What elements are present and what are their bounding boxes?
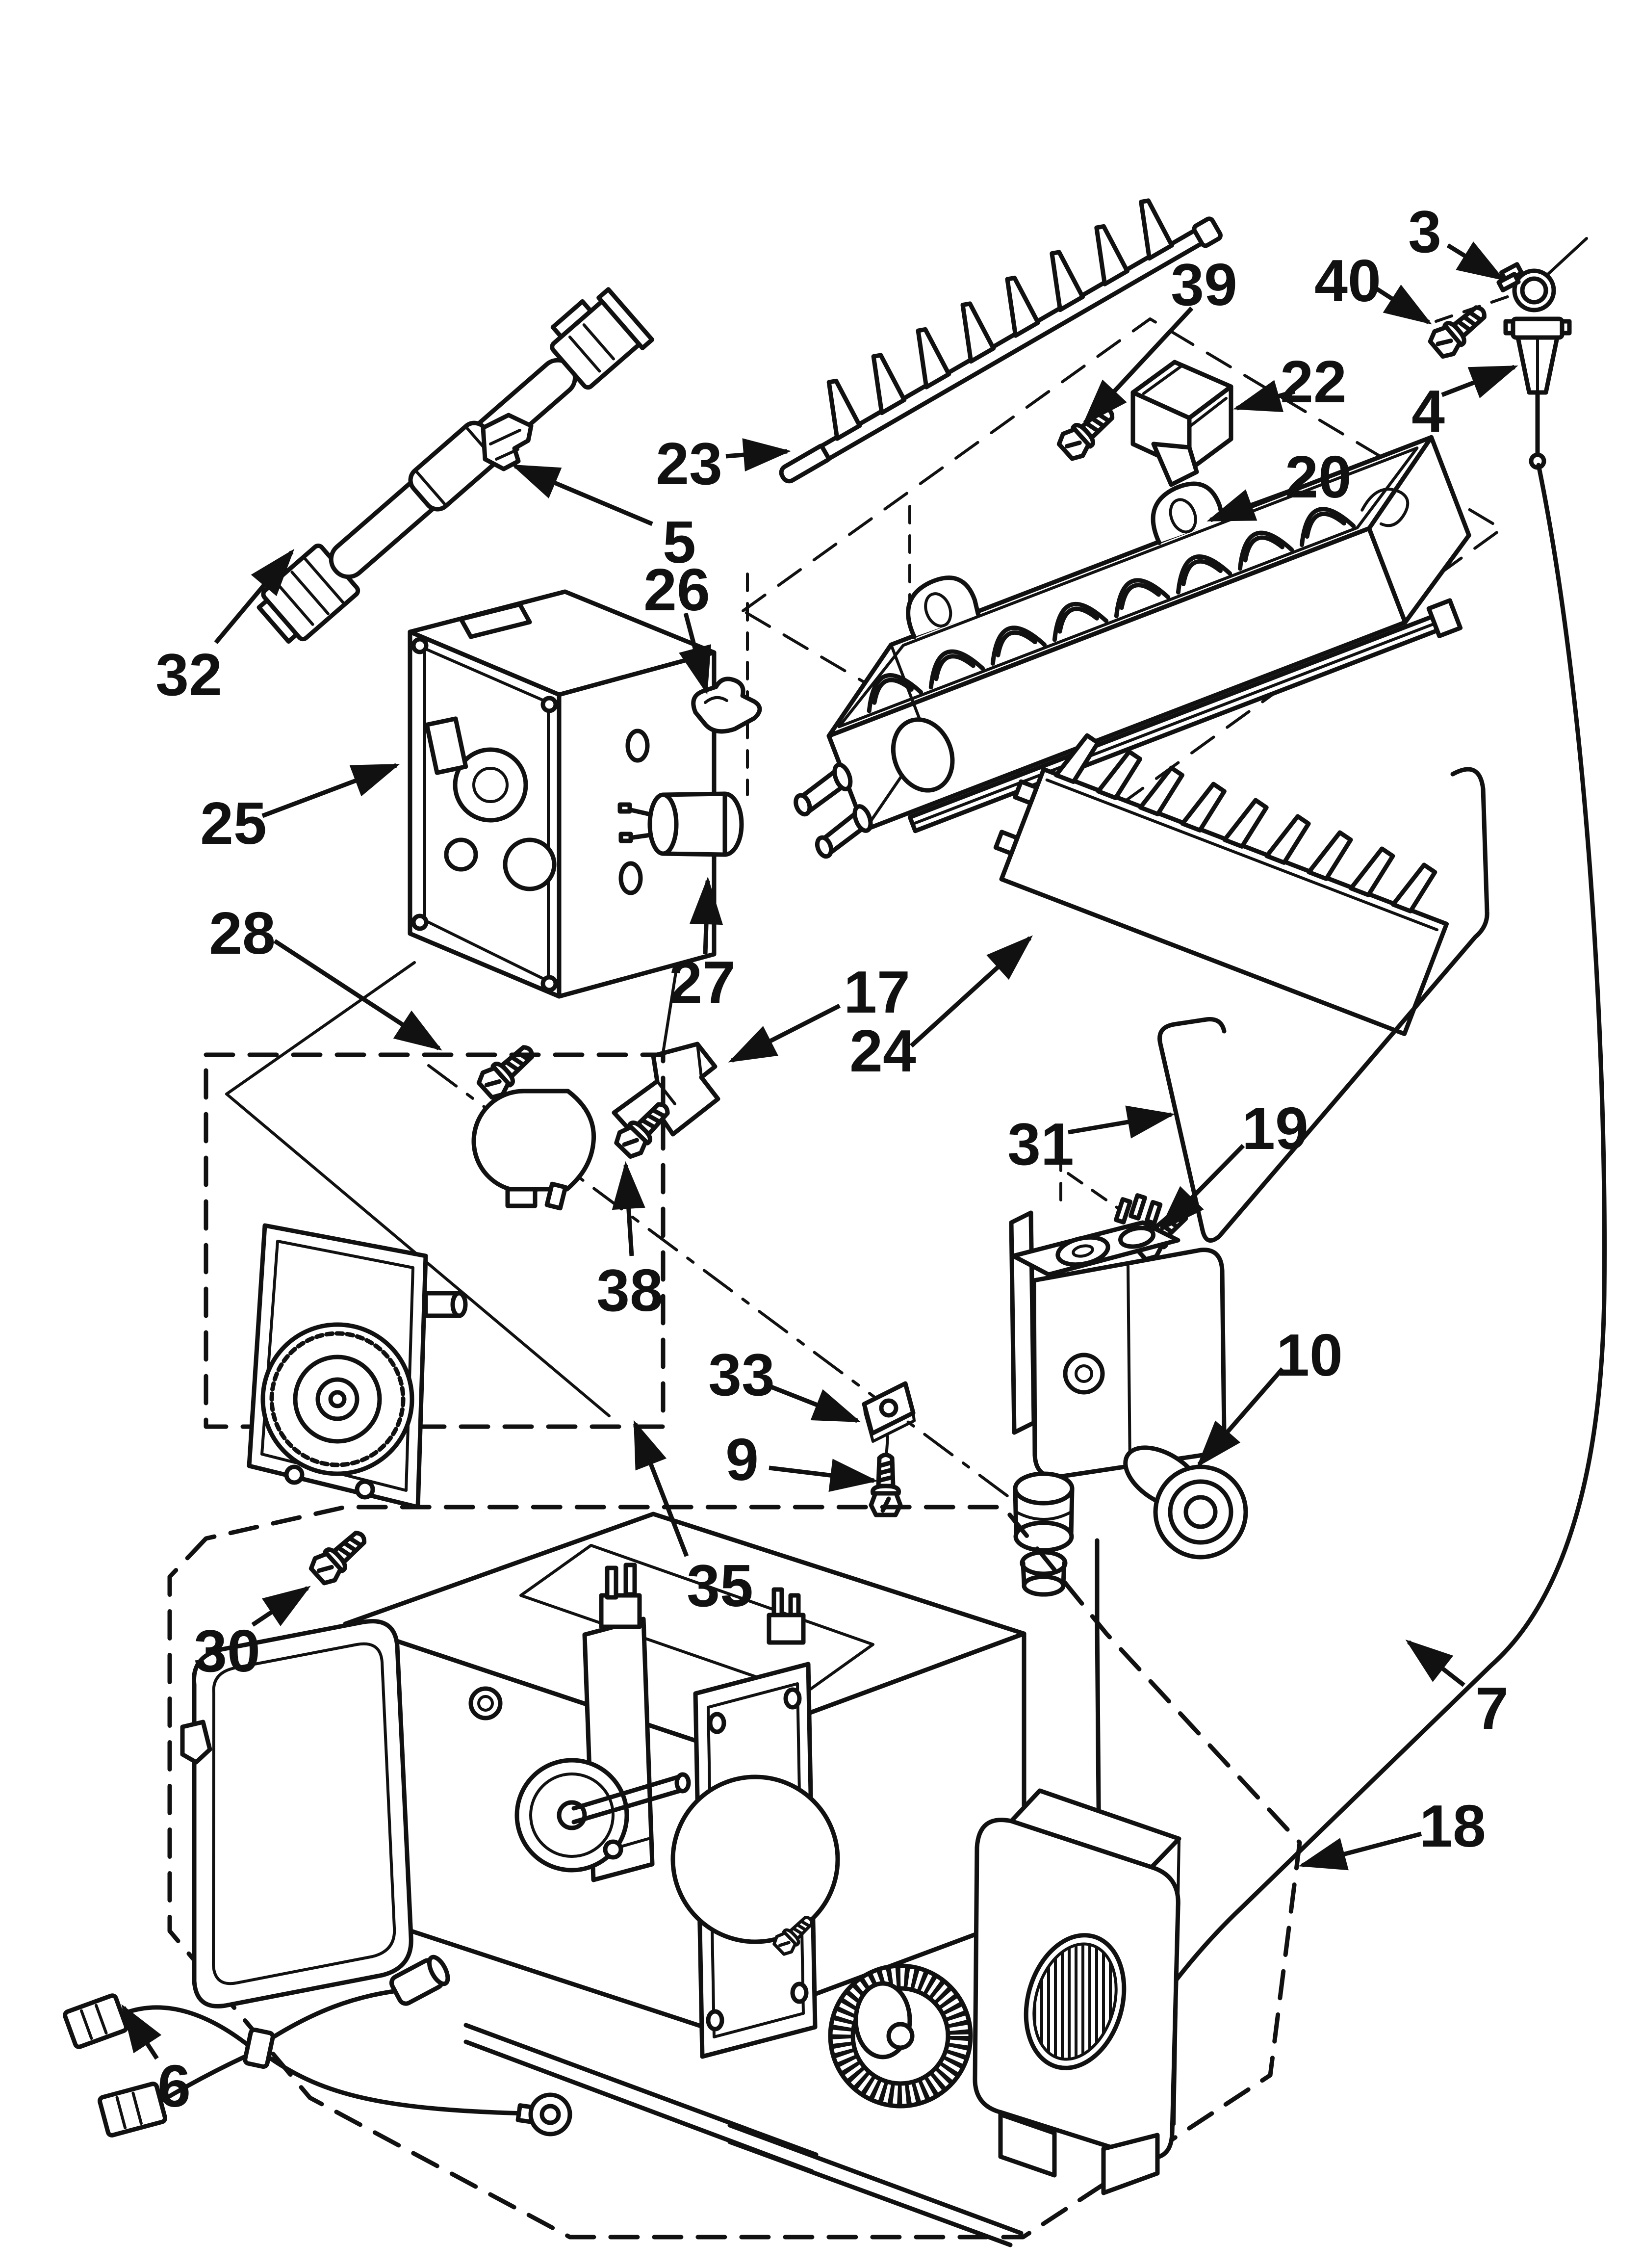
wiring-harness-32 bbox=[257, 287, 655, 644]
callout-40-leader bbox=[1375, 285, 1432, 325]
callout-24-label: 24 bbox=[849, 1017, 916, 1084]
housing-cover-door bbox=[180, 1619, 413, 2008]
shutoff-arm-31 bbox=[1157, 767, 1489, 1243]
callout-18-label: 18 bbox=[1419, 1793, 1486, 1859]
callout-25-leader bbox=[261, 763, 400, 818]
callout-25-label: 25 bbox=[200, 790, 267, 857]
callout-26-label: 26 bbox=[643, 556, 710, 623]
blower-wheel bbox=[828, 1963, 973, 2109]
tube-fitting-4 bbox=[1503, 316, 1572, 470]
heater-strap-17 bbox=[612, 1042, 720, 1137]
callout-40-label: 40 bbox=[1314, 247, 1381, 314]
callout-9-leader bbox=[769, 1459, 878, 1492]
support-housing bbox=[343, 1512, 1026, 2033]
screw-39 bbox=[1056, 400, 1120, 463]
callout-17-leader bbox=[728, 1003, 841, 1063]
fan-motor bbox=[514, 1563, 691, 1882]
callout-9-label: 9 bbox=[725, 1426, 759, 1493]
callout-28-label: 28 bbox=[209, 900, 276, 966]
control-module-25 bbox=[408, 589, 717, 999]
fan-housing-boundary-18 bbox=[167, 1505, 1302, 2240]
stripper-divider-24 bbox=[993, 733, 1449, 1036]
callout-19-label: 19 bbox=[1242, 1095, 1308, 1162]
callout-5-label: 5 bbox=[663, 509, 696, 575]
tube-clamp-3 bbox=[1496, 262, 1556, 313]
screw-30 bbox=[308, 1525, 372, 1587]
callout-4-leader bbox=[1441, 365, 1518, 398]
callout-20-label: 20 bbox=[1285, 443, 1352, 510]
callout-22-label: 22 bbox=[1280, 348, 1347, 415]
callout-32-leader bbox=[214, 548, 295, 644]
callout-38-leader bbox=[612, 1161, 645, 1256]
callout-30-leader bbox=[251, 1586, 311, 1627]
callout-35-label: 35 bbox=[687, 1552, 753, 1619]
callout-31-label: 31 bbox=[1007, 1111, 1074, 1177]
callout-24-leader bbox=[909, 935, 1033, 1048]
callout-33-label: 33 bbox=[708, 1341, 775, 1408]
callout-22-leader bbox=[1233, 380, 1296, 413]
callout-27-label: 27 bbox=[669, 949, 736, 1016]
callout-38-label: 38 bbox=[596, 1257, 663, 1324]
fill-cup-22 bbox=[1130, 360, 1233, 487]
callout-23-leader bbox=[725, 438, 792, 472]
callout-20-leader bbox=[1206, 488, 1292, 522]
callout-18-leader bbox=[1298, 1831, 1422, 1871]
callout-7-leader bbox=[1405, 1640, 1465, 1687]
callout-7-label: 7 bbox=[1475, 1675, 1509, 1742]
callout-39-leader bbox=[1082, 306, 1194, 426]
callout-26-leader bbox=[679, 612, 711, 695]
callout-10-label: 10 bbox=[1276, 1322, 1343, 1388]
callout-10-leader bbox=[1196, 1367, 1284, 1468]
callout-39-label: 39 bbox=[1171, 251, 1237, 318]
callout-4-label: 4 bbox=[1411, 378, 1445, 444]
callout-27-leader bbox=[690, 876, 723, 955]
water-valve-10 bbox=[1009, 1193, 1248, 1625]
callout-17-label: 17 bbox=[844, 959, 910, 1025]
screw-40 bbox=[1427, 299, 1492, 361]
callout-23-label: 23 bbox=[656, 430, 722, 497]
jumper-harness-6 bbox=[63, 1955, 572, 2138]
fan-mounting-plate bbox=[670, 1662, 840, 2059]
callout-3-leader bbox=[1446, 241, 1505, 281]
callout-19-leader bbox=[1158, 1144, 1245, 1232]
thermostat-27 bbox=[617, 791, 744, 857]
gear-module-35 bbox=[204, 1052, 666, 1510]
base-rails bbox=[463, 2023, 1024, 2247]
callout-32-label: 32 bbox=[155, 641, 222, 708]
fan-cover bbox=[973, 1788, 1181, 2195]
callout-31-leader bbox=[1068, 1105, 1175, 1139]
callout-30-label: 30 bbox=[194, 1617, 260, 1684]
ice-ejector-arm-23 bbox=[779, 198, 1223, 484]
callout-5-leader bbox=[511, 464, 653, 526]
harness-clip-5 bbox=[481, 413, 534, 471]
nut-plate-33 bbox=[862, 1381, 916, 1443]
callout-6-label: 6 bbox=[157, 2053, 191, 2119]
callout-33-leader bbox=[769, 1384, 861, 1423]
callout-6-leader bbox=[121, 2004, 162, 2060]
callout-28-leader bbox=[273, 939, 442, 1051]
callout-35-leader bbox=[633, 1420, 689, 1557]
callout-3-label: 3 bbox=[1408, 198, 1441, 265]
